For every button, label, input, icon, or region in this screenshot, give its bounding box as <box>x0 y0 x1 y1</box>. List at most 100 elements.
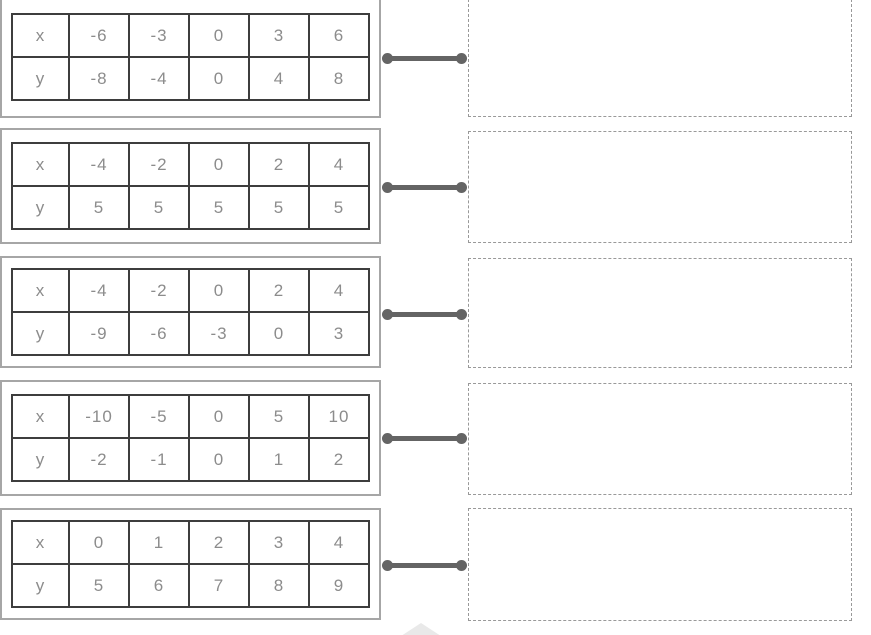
x-value: 1 <box>128 520 190 565</box>
y-value: -6 <box>128 311 190 356</box>
y-value: -4 <box>128 56 190 101</box>
x-value: 10 <box>308 394 370 439</box>
x-row: x -4 -2 0 2 4 <box>11 268 370 313</box>
y-value: 8 <box>308 56 370 101</box>
answer-drop-slot-5[interactable] <box>468 508 852 621</box>
y-value: -2 <box>68 437 130 482</box>
xy-table-1: x -6 -3 0 3 6 y -8 -4 0 4 8 <box>11 13 370 101</box>
connector-line <box>387 435 462 441</box>
connector-dot-right-icon[interactable] <box>456 308 467 320</box>
table-card-4[interactable]: x -10 -5 0 5 10 y -2 -1 0 1 2 <box>0 380 381 496</box>
x-value: 2 <box>188 520 250 565</box>
answer-drop-slot-2[interactable] <box>468 131 852 243</box>
row-label-x: x <box>11 142 70 187</box>
connector-line <box>387 562 462 568</box>
xy-table-4: x -10 -5 0 5 10 y -2 -1 0 1 2 <box>11 394 370 482</box>
x-value: 2 <box>248 268 310 313</box>
match-connector-4[interactable] <box>382 432 467 444</box>
y-value: 5 <box>308 185 370 230</box>
connector-line <box>387 55 462 61</box>
y-value: 7 <box>188 563 250 608</box>
x-value: -3 <box>128 13 190 58</box>
x-value: 3 <box>248 13 310 58</box>
y-row: y -2 -1 0 1 2 <box>11 437 370 482</box>
y-value: 5 <box>128 185 190 230</box>
match-connector-3[interactable] <box>382 308 467 320</box>
x-row: x -10 -5 0 5 10 <box>11 394 370 439</box>
match-connector-1[interactable] <box>382 52 467 64</box>
row-label-y: y <box>11 437 70 482</box>
answer-drop-slot-3[interactable] <box>468 258 852 368</box>
x-value: 0 <box>188 13 250 58</box>
y-value: 4 <box>248 56 310 101</box>
x-value: 4 <box>308 142 370 187</box>
answer-drop-slot-1[interactable] <box>468 0 852 117</box>
x-value: -10 <box>68 394 130 439</box>
y-value: -8 <box>68 56 130 101</box>
y-value: 8 <box>248 563 310 608</box>
x-value: -4 <box>68 268 130 313</box>
table-card-3[interactable]: x -4 -2 0 2 4 y -9 -6 -3 0 3 <box>0 256 381 368</box>
x-value: 5 <box>248 394 310 439</box>
row-label-y: y <box>11 311 70 356</box>
row-label-y: y <box>11 56 70 101</box>
connector-dot-right-icon[interactable] <box>456 432 467 444</box>
y-value: 9 <box>308 563 370 608</box>
table-card-5[interactable]: x 0 1 2 3 4 y 5 6 7 8 9 <box>0 508 381 620</box>
row-label-y: y <box>11 563 70 608</box>
scroll-hint-icon <box>398 623 444 635</box>
x-row: x -4 -2 0 2 4 <box>11 142 370 187</box>
answer-drop-slot-4[interactable] <box>468 383 852 495</box>
xy-table-3: x -4 -2 0 2 4 y -9 -6 -3 0 3 <box>11 268 370 356</box>
y-value: -1 <box>128 437 190 482</box>
y-value: -3 <box>188 311 250 356</box>
y-value: -9 <box>68 311 130 356</box>
y-value: 5 <box>248 185 310 230</box>
connector-dot-right-icon[interactable] <box>456 52 467 64</box>
x-value: 4 <box>308 268 370 313</box>
x-value: 0 <box>188 394 250 439</box>
x-value: 0 <box>188 268 250 313</box>
y-row: y -8 -4 0 4 8 <box>11 56 370 101</box>
y-value: 6 <box>128 563 190 608</box>
y-row: y -9 -6 -3 0 3 <box>11 311 370 356</box>
x-value: -5 <box>128 394 190 439</box>
y-value: 3 <box>308 311 370 356</box>
y-value: 1 <box>248 437 310 482</box>
x-value: 6 <box>308 13 370 58</box>
y-value: 5 <box>188 185 250 230</box>
x-value: 0 <box>188 142 250 187</box>
x-value: -4 <box>68 142 130 187</box>
match-connector-5[interactable] <box>382 559 467 571</box>
x-value: -2 <box>128 142 190 187</box>
y-value: 0 <box>248 311 310 356</box>
x-value: 4 <box>308 520 370 565</box>
table-card-1[interactable]: x -6 -3 0 3 6 y -8 -4 0 4 8 <box>0 0 381 118</box>
xy-table-2: x -4 -2 0 2 4 y 5 5 5 5 5 <box>11 142 370 230</box>
connector-line <box>387 184 462 190</box>
row-label-x: x <box>11 268 70 313</box>
y-row: y 5 5 5 5 5 <box>11 185 370 230</box>
y-value: 5 <box>68 185 130 230</box>
match-connector-2[interactable] <box>382 181 467 193</box>
connector-dot-right-icon[interactable] <box>456 181 467 193</box>
y-value: 0 <box>188 56 250 101</box>
connector-line <box>387 311 462 317</box>
y-row: y 5 6 7 8 9 <box>11 563 370 608</box>
x-value: -6 <box>68 13 130 58</box>
y-value: 2 <box>308 437 370 482</box>
table-card-2[interactable]: x -4 -2 0 2 4 y 5 5 5 5 5 <box>0 128 381 244</box>
y-value: 5 <box>68 563 130 608</box>
row-label-x: x <box>11 520 70 565</box>
row-label-x: x <box>11 394 70 439</box>
row-label-x: x <box>11 13 70 58</box>
x-value: 2 <box>248 142 310 187</box>
x-value: 3 <box>248 520 310 565</box>
connector-dot-right-icon[interactable] <box>456 559 467 571</box>
x-row: x 0 1 2 3 4 <box>11 520 370 565</box>
x-value: 0 <box>68 520 130 565</box>
x-value: -2 <box>128 268 190 313</box>
y-value: 0 <box>188 437 250 482</box>
xy-table-5: x 0 1 2 3 4 y 5 6 7 8 9 <box>11 520 370 608</box>
